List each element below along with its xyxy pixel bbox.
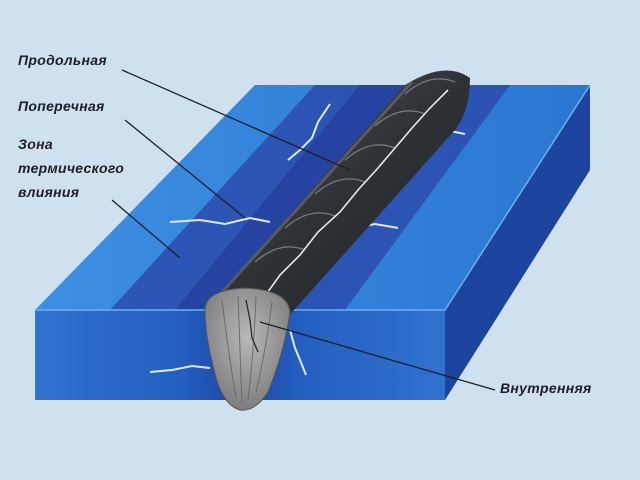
plate-side-face <box>445 85 590 400</box>
label-haz-line2: термического <box>18 160 125 176</box>
bead-ripples <box>254 78 456 263</box>
transverse-cracks <box>149 103 466 376</box>
leader-lines <box>111 69 496 391</box>
weld-cross-section <box>204 287 291 411</box>
label-haz-line1: Зона <box>18 136 53 152</box>
longitudinal-crack <box>261 89 449 301</box>
label-transverse: Поперечная <box>18 98 105 114</box>
label-internal: Внутренняя <box>500 380 592 396</box>
label-longitudinal: Продольная <box>18 52 107 68</box>
label-haz-line3: влияния <box>18 184 80 200</box>
internal-crack <box>245 299 259 353</box>
weld-bead <box>205 70 470 320</box>
